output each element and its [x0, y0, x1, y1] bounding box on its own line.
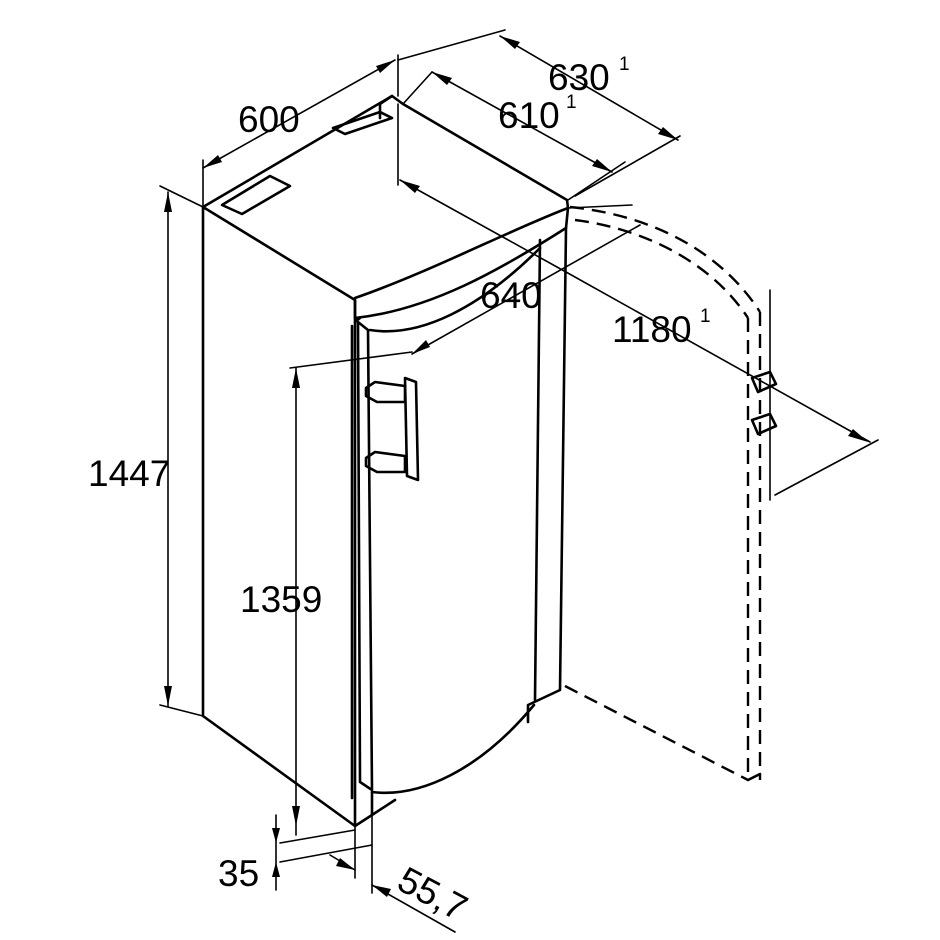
label-door-offset: 55,7 [391, 859, 474, 929]
dimension-height-1359 [279, 367, 373, 863]
label-depth-610: 610 [498, 95, 560, 136]
label-depth-630: 630 [548, 57, 610, 98]
label-door-width-640: 640 [480, 275, 542, 316]
label-height-1447: 1447 [88, 453, 170, 494]
label-height-1359: 1359 [240, 579, 322, 620]
label-width-600: 600 [238, 99, 300, 140]
label-feet-35: 35 [218, 853, 259, 894]
dimension-door-width-640 [289, 103, 641, 369]
open-door-outline [564, 205, 778, 782]
note-door-open-1180: 1 [700, 306, 711, 327]
dimension-door-open-1180 [565, 204, 879, 501]
note-depth-630: 1 [619, 54, 630, 75]
note-depth-610: 1 [566, 92, 577, 113]
dimension-depth-630 [397, 29, 681, 197]
dimension-height-1447 [159, 185, 204, 717]
door [350, 246, 542, 828]
cabinet-body [201, 94, 570, 828]
dimension-width-600 [202, 54, 399, 208]
door-handle [364, 376, 420, 482]
dimension-door-offset [329, 814, 456, 933]
label-door-open-1180: 1180 [612, 309, 692, 350]
dimension-feet-35 [272, 814, 280, 891]
